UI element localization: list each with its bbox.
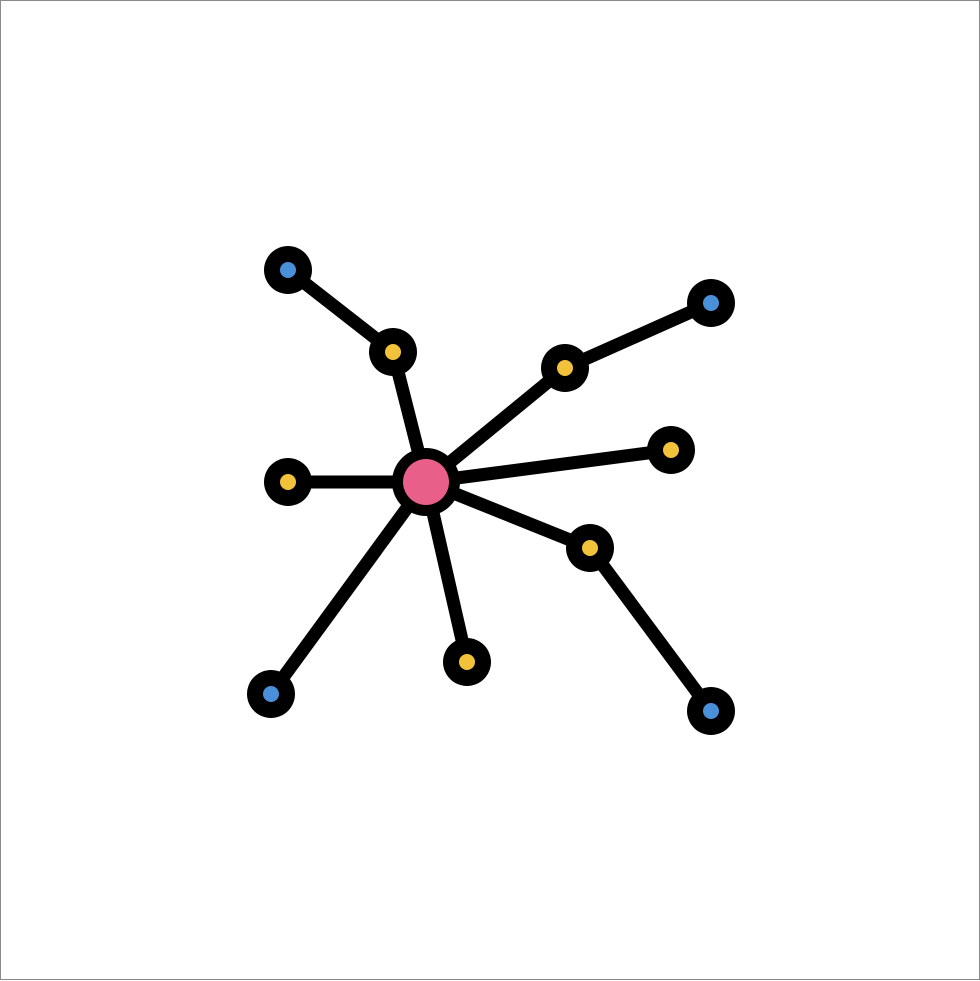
inner-node [566,524,614,572]
inner-node [647,426,695,474]
hub-node [392,448,460,516]
edge-hub-n10 [264,475,433,701]
edge-n7-n8 [583,541,718,718]
outer-node [247,670,295,718]
inner-node [443,638,491,686]
inner-node [369,328,417,376]
outer-node [687,687,735,735]
edge-hub-n5 [419,443,678,489]
outer-node [264,246,312,294]
edge-n4-n3 [558,296,718,375]
network-edges [264,263,718,718]
network-nodes [247,246,735,735]
inner-node [264,458,312,506]
outer-node [687,279,735,327]
inner-node [541,344,589,392]
